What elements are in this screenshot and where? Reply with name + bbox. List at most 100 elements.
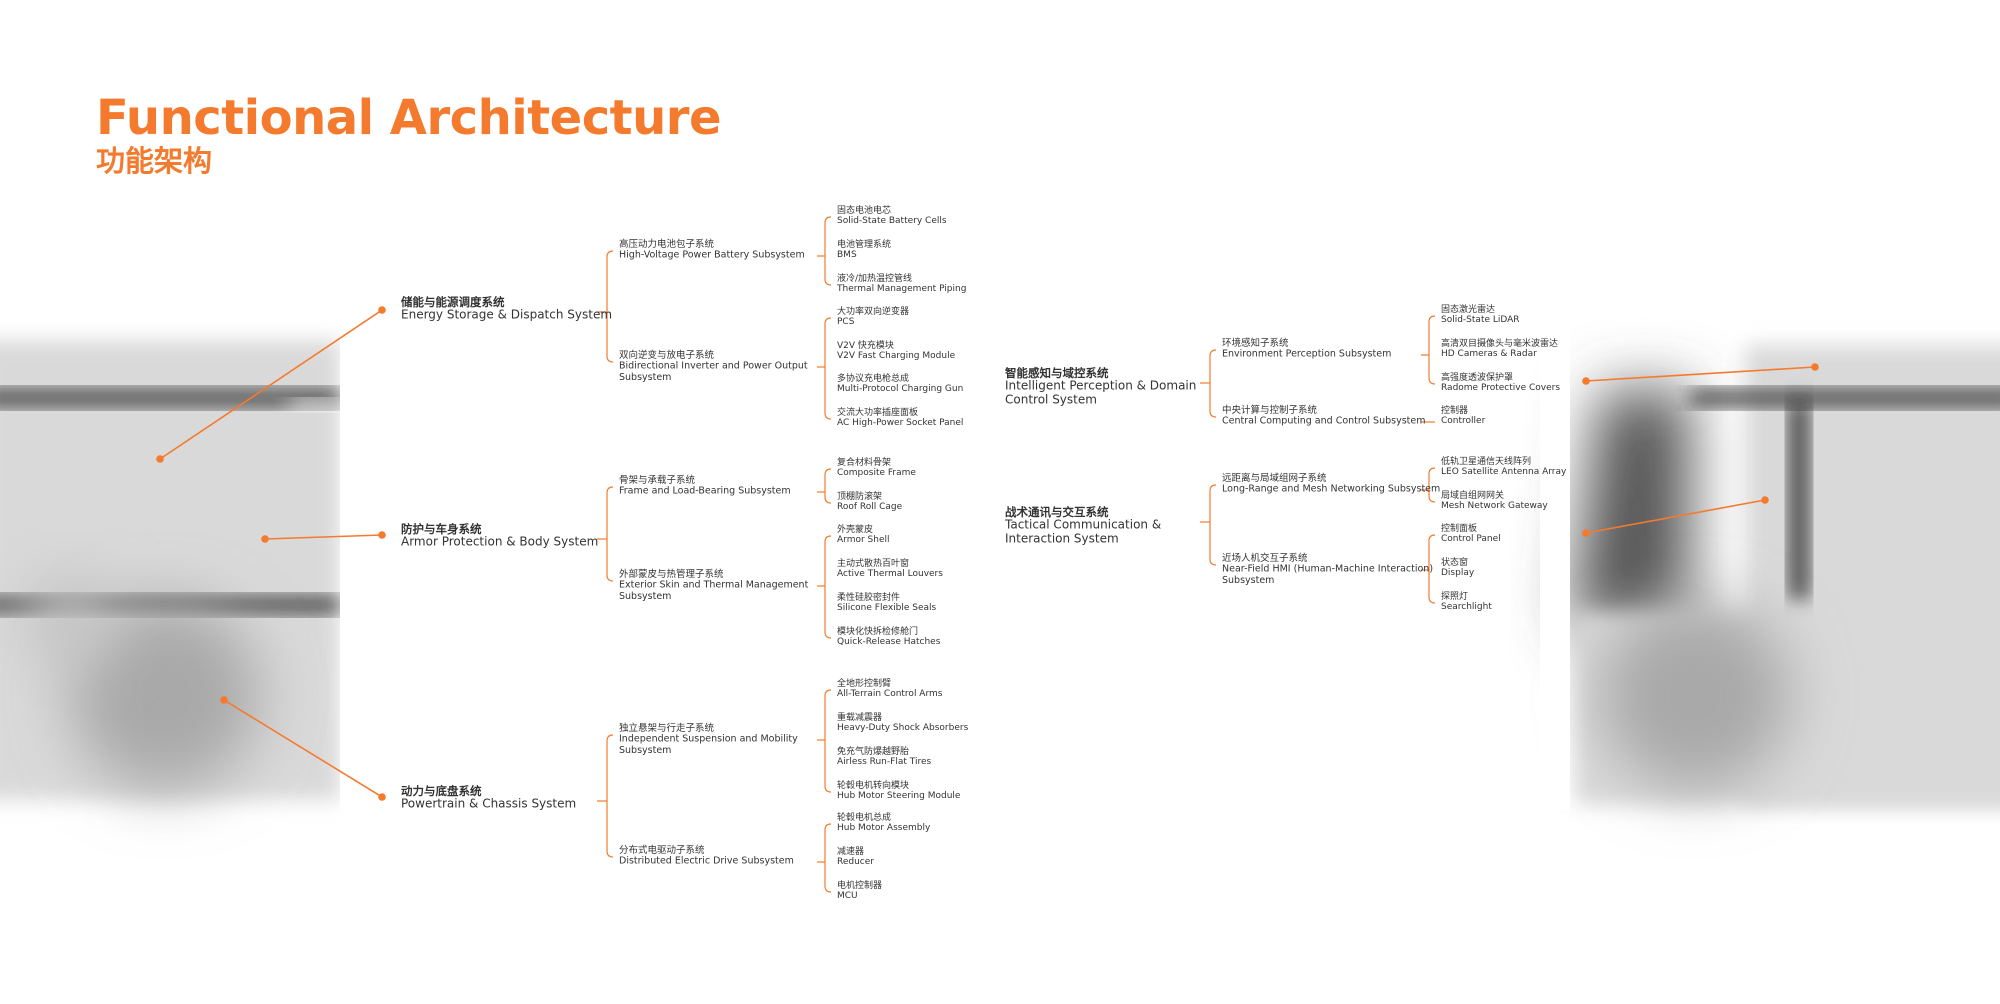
component-name-en: LEO Satellite Antenna Array [1441,467,1567,477]
component-name-en: MCU [837,891,858,901]
subsystem-name-zh: 近场人机交互子系统 [1222,552,1308,564]
callout [1582,496,1769,537]
component-name-zh: 控制器 [1441,404,1468,416]
system-name-zh: 动力与底盘系统 [401,784,482,798]
system-node [597,216,832,420]
component-name-en: Solid-State Battery Cells [837,216,947,226]
subsystem-name-en: Bidirectional Inverter and Power Output [619,361,808,372]
system-name-zh: 战术通讯与交互系统 [1005,505,1109,519]
subsystem-name-en: Subsystem [619,745,671,756]
component-name-zh: 局域自组网网关 [1441,489,1504,501]
subsystem-name-en: Frame and Load-Bearing Subsystem [619,486,791,497]
subsystem-name-en: Near-Field HMI (Human-Machine Interactio… [1222,564,1433,575]
subsystem-name-en: Subsystem [1222,575,1274,586]
component-name-en: Silicone Flexible Seals [837,603,937,613]
component-name-en: Mesh Network Gateway [1441,501,1548,511]
bracket [824,468,832,504]
system-node [597,468,832,639]
system-name-zh: 智能感知与域控系统 [1005,366,1109,380]
bracket [1428,315,1436,385]
callout-dot [378,306,386,314]
callout [261,531,386,543]
subsystem-name-zh: 中央计算与控制子系统 [1222,404,1318,416]
system-node [1200,315,1436,423]
bracket [1428,467,1436,503]
subsystem-name-en: Central Computing and Control Subsystem [1222,416,1425,427]
component-name-zh: 复合材料骨架 [837,456,891,468]
component-name-zh: 重载减震器 [837,711,882,723]
component-name-zh: 外壳蒙皮 [837,523,873,535]
callout-dot [1582,529,1590,537]
component-name-zh: 柔性硅胶密封件 [837,591,900,603]
component-name-zh: 顶棚防滚架 [837,490,882,502]
bracket [1209,484,1217,566]
component-name-en: Control Panel [1441,534,1501,544]
system-name-en: Powertrain & Chassis System [401,797,576,811]
callout-line [264,534,383,540]
component-name-zh: 免充气防爆越野胎 [837,745,909,757]
callout [220,696,386,801]
vehicle-left-image [0,330,370,810]
component-name-en: HD Cameras & Radar [1441,349,1537,359]
component-name-en: Thermal Management Piping [836,284,966,294]
component-name-zh: 状态窗 [1441,556,1468,568]
component-name-en: Quick-Release Hatches [837,637,941,647]
component-name-zh: 控制面板 [1441,522,1477,534]
subsystem-name-en: Independent Suspension and Mobility [619,734,798,745]
component-name-zh: 高清双目摄像头与毫米波雷达 [1441,337,1558,349]
vehicle-right-image [1540,330,2000,810]
component-name-en: Solid-State LiDAR [1441,315,1520,325]
system-name-zh: 防护与车身系统 [401,522,482,536]
callout-dot [378,531,386,539]
system-name-en: Interaction System [1005,532,1119,546]
component-name-en: V2V Fast Charging Module [837,351,956,361]
bracket [1428,534,1436,604]
bracket [1209,349,1217,418]
system-node [597,689,832,893]
component-name-zh: 轮毂电机转向模块 [837,779,909,791]
component-name-zh: 固态电池电芯 [837,204,891,216]
callout-line [223,699,383,798]
component-name-zh: 交流大功率插座面板 [837,406,918,418]
callout-dot [220,696,228,704]
component-name-zh: 多协议充电枪总成 [837,372,909,384]
component-name-en: Searchlight [1441,602,1492,612]
callout-line [159,309,383,460]
callout-line [1585,499,1766,534]
subsystem-name-en: High-Voltage Power Battery Subsystem [619,250,805,261]
component-name-zh: 高强度透波保护罩 [1441,371,1513,383]
component-name-zh: 低轨卫星通信天线阵列 [1441,455,1531,467]
system-name-en: Energy Storage & Dispatch System [401,308,612,322]
component-name-zh: 固态激光雷达 [1441,303,1495,315]
subsystem-name-zh: 环境感知子系统 [1222,337,1289,349]
component-name-en: Multi-Protocol Charging Gun [837,384,963,394]
component-name-en: Controller [1441,416,1486,426]
bracket [606,486,614,582]
bracket [606,734,614,858]
component-name-en: Heavy-Duty Shock Absorbers [837,723,969,733]
subsystem-name-zh: 双向逆变与放电子系统 [619,349,715,361]
